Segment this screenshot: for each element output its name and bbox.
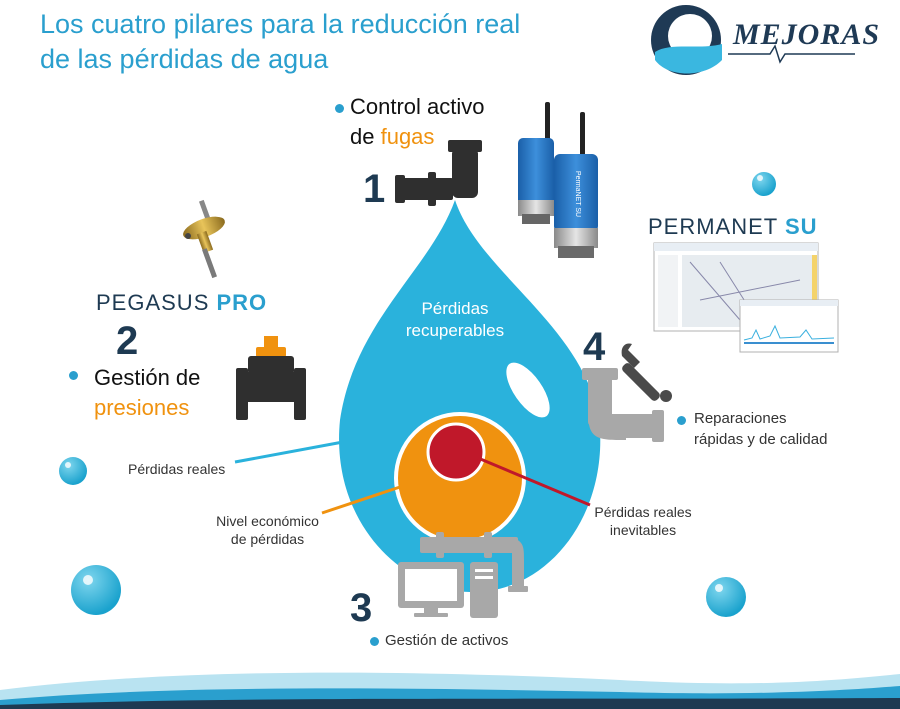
pillar3-number: 3 — [350, 586, 373, 630]
pillar1-number: 1 — [363, 167, 386, 211]
unavoidable-loss-circle — [426, 422, 486, 482]
page-title-line-1: Los cuatro pilares para la reducción rea… — [40, 9, 521, 39]
permanet-device-back — [518, 102, 554, 224]
unavoidable-line2: inevitables — [609, 522, 677, 538]
computer-icon — [398, 562, 498, 618]
pillar4-line1: Reparaciones — [694, 410, 787, 427]
economic-level-line1: Nivel económico — [216, 513, 319, 529]
real-losses-label: Pérdidas reales — [128, 461, 226, 477]
software-screenshot-front — [739, 299, 839, 353]
logo-mark — [651, 5, 855, 75]
page-title-line-2: de las pérdidas de agua — [40, 44, 329, 74]
drop-highlight — [506, 362, 550, 418]
pillar1-line2-pre: de — [350, 124, 381, 149]
repair-pipe-icon — [582, 368, 664, 442]
pillar2-line1: Gestión de — [94, 365, 201, 390]
pillar2-number: 2 — [116, 319, 139, 363]
bullet-icon — [677, 416, 686, 425]
wrench-icon — [621, 343, 672, 402]
pegasus-brand-accent: PRO — [216, 290, 268, 315]
economic-level-line2: de pérdidas — [230, 531, 305, 547]
connector-real-losses — [234, 440, 344, 464]
pipe-elbow-icon — [395, 140, 482, 206]
logo-text: MEJORAS — [733, 18, 881, 51]
bullet-icon — [370, 637, 379, 646]
connector-economic-level — [321, 485, 401, 515]
bullet-icon — [69, 371, 78, 380]
drop-label-line2: recuperables — [405, 321, 505, 340]
pillar4-line2: rápidas y de calidad — [694, 431, 828, 448]
pegasus-brand: PEGASUS PRO — [96, 290, 267, 316]
device-label: PermaNET SU — [574, 171, 581, 217]
pillar3-label: Gestión de activos — [385, 632, 509, 649]
pillar2-line2: presiones — [94, 395, 190, 420]
permanet-brand: PERMANET SU — [648, 214, 818, 240]
unavoidable-line1: Pérdidas reales — [594, 504, 692, 520]
pressure-regulator-icon — [183, 199, 225, 279]
drop-label-line1: Pérdidas — [421, 299, 489, 318]
bottom-wave — [0, 672, 900, 709]
permanet-device-front: PermaNET SU — [554, 112, 598, 258]
pillar1-line1: Control activo — [350, 94, 485, 119]
bubbles — [59, 172, 776, 617]
bullet-icon — [335, 104, 344, 113]
pillar1-line2: de fugas — [350, 122, 434, 152]
pipe-network-icon — [420, 532, 528, 592]
pillar1-line2-accent: fugas — [380, 124, 435, 149]
pillar4-number: 4 — [583, 325, 606, 369]
permanet-brand-accent: SU — [784, 214, 818, 239]
connector-unavoidable — [477, 456, 591, 507]
valve-icon — [236, 336, 306, 420]
pegasus-brand-main: PEGASUS — [96, 290, 217, 315]
permanet-brand-main: PERMANET — [648, 214, 785, 239]
